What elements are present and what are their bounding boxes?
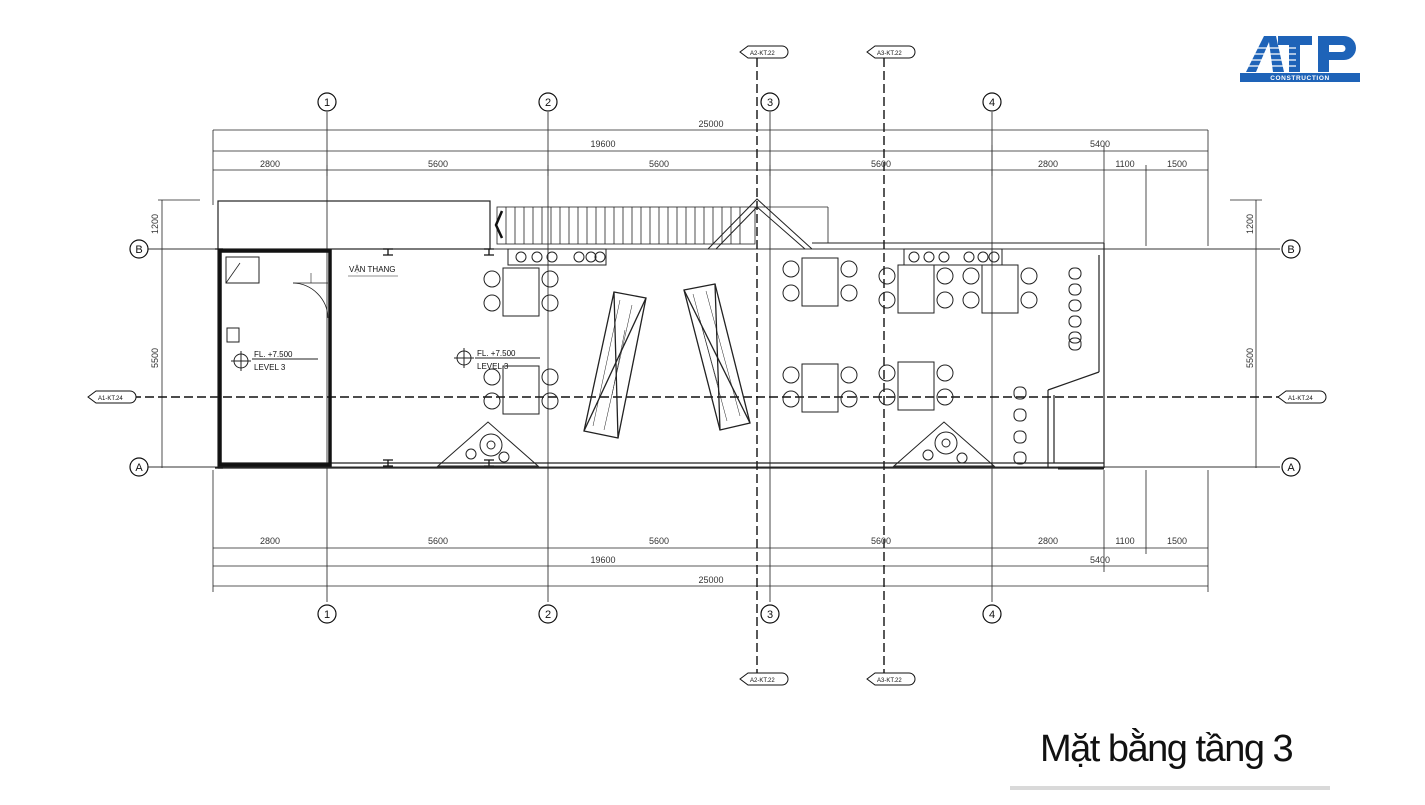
planter-top-left — [507, 248, 607, 266]
dim-top-main: 19600 — [590, 139, 615, 149]
dim-left-1200: 1200 — [150, 214, 160, 234]
table-set-5 — [878, 264, 954, 314]
dim-bottom-seg-3: 5600 — [649, 536, 669, 546]
dim-bottom-seg-7: 1500 — [1167, 536, 1187, 546]
table-set-2 — [483, 365, 559, 415]
dim-right-5500: 5500 — [1245, 348, 1255, 368]
level-center-level: LEVEL 3 — [477, 362, 509, 371]
section-tag-a3-bottom: A3-KT.22 — [877, 678, 902, 684]
dim-bottom-right: 5400 — [1090, 555, 1110, 565]
grid-label-top-2: 2 — [545, 97, 551, 109]
section-tag-shapes — [87, 45, 1327, 686]
atp-logo: CONSTRUCTION — [1236, 36, 1360, 82]
level-left-level: LEVEL 3 — [254, 363, 286, 372]
dim-bottom-main: 19600 — [590, 555, 615, 565]
grid-label-top-3: 3 — [767, 97, 773, 109]
staircase — [494, 206, 829, 245]
section-tag-a1-left: A1-KT.24 — [98, 396, 123, 402]
stair-room — [218, 249, 332, 467]
dim-top-overall: 25000 — [698, 119, 723, 129]
planter-triangle-right — [892, 421, 996, 467]
grid-label-bottom-3: 3 — [767, 609, 773, 621]
grid-label-bottom-2: 2 — [545, 609, 551, 621]
skylight-left — [583, 291, 647, 439]
planter-triangle-left — [436, 421, 540, 467]
level-left-fl: FL. +7.500 — [254, 350, 293, 359]
grid-label-right-a: A — [1287, 462, 1295, 474]
side-dimension-lines — [158, 199, 1262, 468]
section-cut-lines — [132, 58, 1280, 676]
table-set-4 — [782, 363, 858, 413]
grid-label-left-b: B — [135, 244, 142, 256]
dim-bottom-seg-2: 5600 — [428, 536, 448, 546]
title-underline — [1010, 786, 1330, 790]
roof-gable — [707, 198, 1104, 250]
grid-lines — [148, 112, 1280, 602]
grid-label-right-b: B — [1287, 244, 1294, 256]
table-set-1 — [483, 267, 559, 317]
dim-bottom-seg-1: 2800 — [260, 536, 280, 546]
planter-top-right — [903, 248, 1003, 266]
dim-top-seg-3: 5600 — [649, 159, 669, 169]
skylight-right — [683, 283, 751, 431]
dim-bottom-overall: 25000 — [698, 575, 723, 585]
dim-bottom-seg-5: 2800 — [1038, 536, 1058, 546]
dim-top-seg-6: 1100 — [1115, 159, 1134, 169]
grid-label-top-1: 1 — [324, 97, 330, 109]
grid-label-left-a: A — [135, 462, 143, 474]
page-title: Mặt bằng tầng 3 — [1040, 728, 1294, 770]
section-tag-a2-bottom: A2-KT.22 — [750, 678, 775, 684]
grid-bubbles — [129, 92, 1301, 624]
bar-stools-upper — [1068, 267, 1082, 351]
dim-top-seg-5: 2800 — [1038, 159, 1058, 169]
dim-right-1200: 1200 — [1245, 214, 1255, 234]
dim-top-seg-1: 2800 — [260, 159, 280, 169]
level-center-fl: FL. +7.500 — [477, 349, 516, 358]
logo-subtitle: CONSTRUCTION — [1270, 75, 1330, 82]
bar-stools-lower — [1013, 386, 1027, 465]
bottom-dimension-lines — [212, 470, 1209, 592]
grid-label-bottom-4: 4 — [989, 609, 995, 621]
elevator-label: VẬN THANG — [349, 265, 396, 274]
grid-label-bottom-1: 1 — [324, 609, 330, 621]
dim-top-seg-2: 5600 — [428, 159, 448, 169]
level-marker-left-symbol — [231, 351, 318, 371]
dim-top-right: 5400 — [1090, 139, 1110, 149]
dim-bottom-seg-4: 5600 — [871, 536, 891, 546]
table-set-3 — [782, 257, 858, 307]
level-marker-center-symbol — [454, 348, 540, 368]
section-tag-a2-top: A2-KT.22 — [750, 51, 775, 57]
dim-top-seg-4: 5600 — [871, 159, 891, 169]
table-set-6 — [878, 361, 954, 411]
section-tag-a1-right: A1-KT.24 — [1288, 396, 1313, 402]
top-dimension-lines — [212, 129, 1209, 246]
table-set-7 — [962, 264, 1038, 314]
building-outline — [217, 200, 1105, 469]
grid-label-top-4: 4 — [989, 97, 995, 109]
section-tag-a3-top: A3-KT.22 — [877, 51, 902, 57]
dim-top-seg-7: 1500 — [1167, 159, 1187, 169]
dim-bottom-seg-6: 1100 — [1115, 536, 1134, 546]
dim-left-5500: 5500 — [150, 348, 160, 368]
column-markers — [215, 248, 494, 469]
